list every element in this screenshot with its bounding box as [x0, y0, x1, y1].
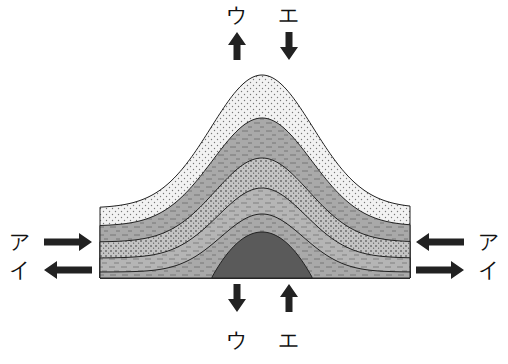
arrow-label: ア [9, 232, 31, 253]
force-arrow [416, 261, 464, 279]
force-arrow [228, 32, 246, 60]
force-arrow [416, 233, 464, 251]
rock-layer [100, 214, 410, 278]
arrow-label: ウ [226, 330, 248, 351]
rock-layer [100, 118, 410, 278]
arrow-label: ア [478, 232, 500, 253]
arrow-label: イ [478, 260, 500, 281]
arrow-label: イ [9, 260, 31, 281]
core-layer [212, 232, 312, 278]
force-arrow [280, 32, 298, 60]
rock-layer [100, 75, 410, 278]
force-arrow [44, 233, 92, 251]
arrow-label: ウ [226, 5, 248, 26]
rock-layer [100, 158, 410, 278]
force-arrow [228, 284, 246, 312]
arrow-label: エ [278, 330, 300, 351]
arrow-label: エ [278, 5, 300, 26]
force-arrow [280, 284, 298, 312]
force-arrow [44, 261, 92, 279]
rock-layer [100, 188, 410, 278]
